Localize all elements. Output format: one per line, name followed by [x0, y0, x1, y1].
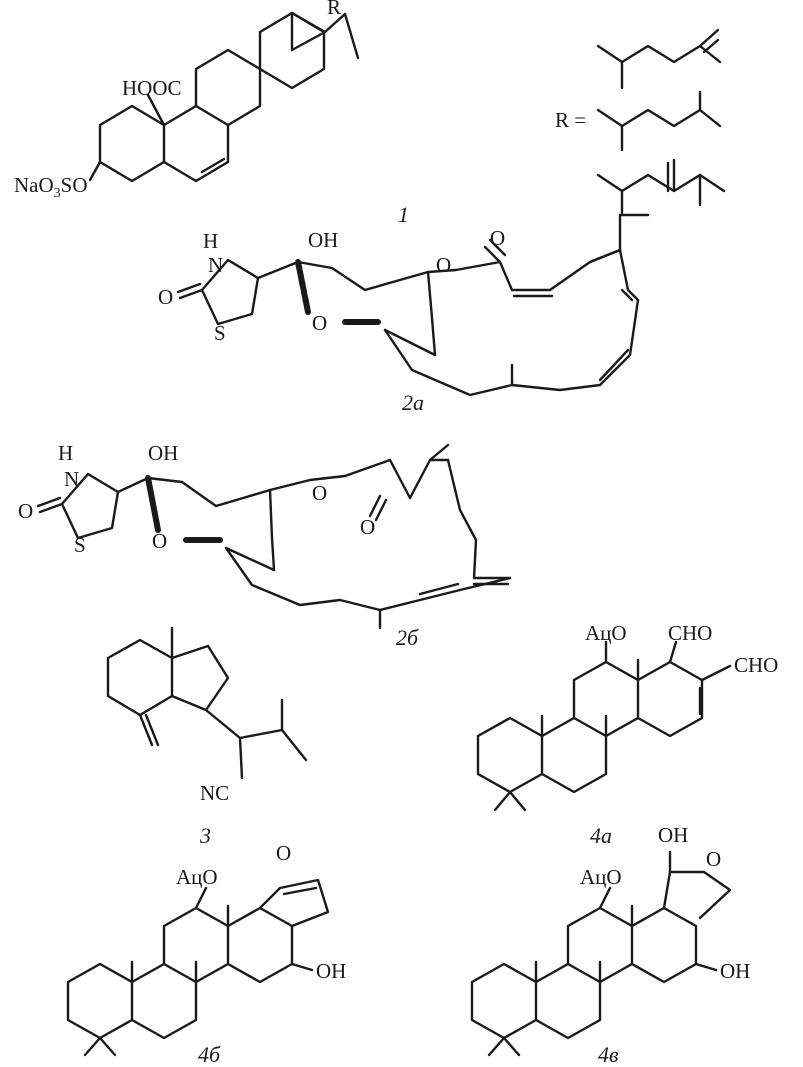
- caption-4c: 4в: [598, 1042, 619, 1067]
- oh-2b: OH: [148, 441, 178, 465]
- subscript-3: 3: [54, 186, 61, 201]
- hooc-label: HOOC: [122, 76, 182, 100]
- o-ester-2b: O: [312, 481, 327, 505]
- n-2b: N: [64, 467, 79, 491]
- caption-4a: 4а: [590, 823, 612, 848]
- o-carbonyl-2b: O: [18, 499, 33, 523]
- caption-2a: 2а: [402, 390, 424, 415]
- r-label: R: [327, 0, 341, 19]
- nc-label: NC: [200, 781, 229, 805]
- n-2a: N: [208, 253, 223, 277]
- compound-4b: АцO O OH 4б: [66, 841, 346, 1067]
- aco-4c: АцO: [580, 865, 622, 889]
- oh-4c: OH: [720, 959, 750, 983]
- compound-3: NC 3: [106, 626, 308, 848]
- r-equals-label: R =: [555, 108, 586, 132]
- oh-2a: OH: [308, 228, 338, 252]
- o-ester-2a: O: [436, 253, 451, 277]
- compound-4c: АцO OH O OH 4в: [470, 823, 750, 1067]
- o-ring-2b: O: [152, 529, 167, 553]
- oh-top-4c: OH: [658, 823, 688, 847]
- h-2a: H: [203, 229, 218, 253]
- aco-4a: АцO: [585, 621, 627, 645]
- s-2b: S: [74, 533, 86, 557]
- o-keto-2a: O: [490, 226, 505, 250]
- compound-2b: H N O S OH O O O 2б: [18, 441, 512, 650]
- na-o-text: NaO: [14, 173, 54, 197]
- cho2-4a: CHO: [734, 653, 778, 677]
- compound-4a: АцO CHO CHO 4а: [476, 621, 778, 848]
- cho1-4a: CHO: [668, 621, 712, 645]
- o-ring-4c: O: [706, 847, 721, 871]
- h-2b: H: [58, 441, 73, 465]
- oh-4b: OH: [316, 959, 346, 983]
- naoso-na: NaO3SO: [14, 173, 88, 201]
- caption-2b: 2б: [396, 625, 419, 650]
- compound-1: R HOOC NaO3SO R = 1: [14, 0, 726, 227]
- caption-1: 1: [398, 202, 409, 227]
- o-carbonyl-2a: O: [158, 285, 173, 309]
- caption-3: 3: [199, 823, 211, 848]
- o-furan-4b: O: [276, 841, 291, 865]
- aco-4b: АцO: [176, 865, 218, 889]
- o-ring-2a: O: [312, 311, 327, 335]
- caption-4b: 4б: [198, 1042, 221, 1067]
- compound-2a: H N O S OH O O O 2а: [158, 213, 650, 415]
- o-keto-2b: O: [360, 515, 375, 539]
- s-2a: S: [214, 321, 226, 345]
- so-text: SO: [61, 173, 88, 197]
